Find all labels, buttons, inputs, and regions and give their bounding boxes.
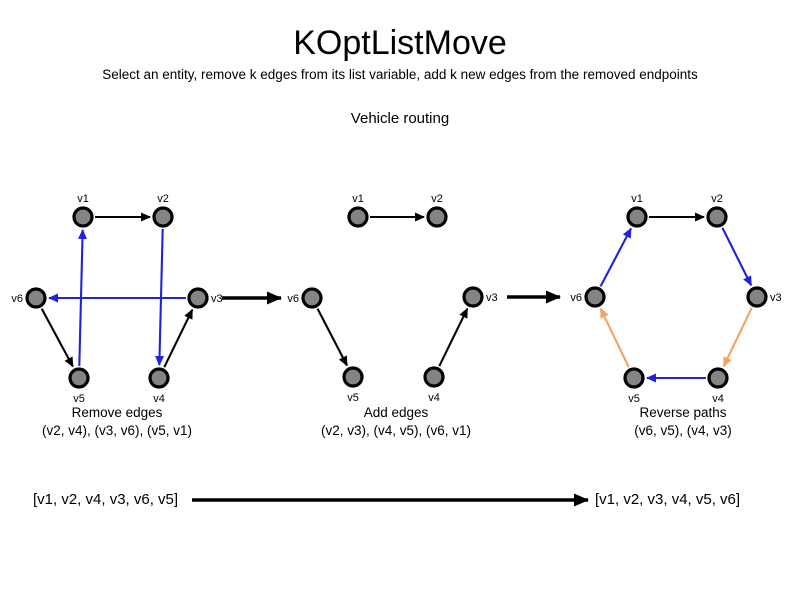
node-v6 (25, 287, 47, 309)
node-v1 (72, 206, 94, 228)
node-label-v1: v1 (352, 193, 364, 205)
caption-detail: (v2, v4), (v3, v6), (v5, v1) (41, 423, 193, 438)
node-label-v3: v3 (770, 292, 782, 304)
node-v3 (746, 286, 768, 308)
edge-v5-v1 (77, 228, 87, 367)
node-v4 (423, 366, 445, 388)
node-label-v5: v5 (628, 393, 640, 405)
node-v3 (462, 286, 484, 308)
edge-v6-v1 (599, 227, 632, 287)
node-label-v2: v2 (157, 193, 169, 205)
node-label-v5: v5 (347, 392, 359, 404)
caption-detail: (v6, v5), (v4, v3) (634, 423, 732, 438)
section-label: Vehicle routing (350, 110, 450, 127)
node-v3 (187, 287, 209, 309)
node-v2 (426, 206, 448, 228)
edge-v2-v3 (721, 227, 753, 287)
graph-reverse-paths: v1 v2 v6 v3 v5 v4 (570, 193, 781, 405)
page-title: KOptListMove (293, 24, 507, 62)
node-v5 (68, 367, 90, 389)
subtitle: Select an entity, remove k edges from it… (102, 67, 698, 82)
node-label-v6: v6 (11, 293, 23, 305)
caption-detail: (v2, v3), (v4, v5), (v6, v1) (320, 423, 472, 438)
node-label-v1: v1 (631, 193, 643, 205)
graph-caption-remove-edges: Remove edges (v2, v4), (v3, v6), (v5, v1… (42, 404, 192, 440)
node-label-v6: v6 (570, 292, 582, 304)
edge-v6-v5 (40, 308, 74, 368)
caption-title: Remove edges (71, 405, 163, 420)
node-label-v6: v6 (287, 293, 299, 305)
node-label-v2: v2 (431, 193, 443, 205)
node-v5 (342, 366, 364, 388)
node-v1 (626, 206, 648, 228)
edge-v5-v6 (599, 307, 630, 368)
node-v5 (623, 367, 645, 389)
node-label-v4: v4 (153, 393, 165, 405)
node-label-v4: v4 (712, 393, 724, 405)
graph-add-edges: v1 v2 v6 v3 v5 v4 (287, 193, 497, 404)
node-label-v3: v3 (211, 293, 223, 305)
node-v2 (152, 206, 174, 228)
edge-v4-v3 (163, 308, 194, 368)
graph-caption-add-edges: Add edges (v2, v3), (v4, v5), (v6, v1) (321, 404, 471, 440)
node-v4 (707, 367, 729, 389)
node-label-v2: v2 (711, 193, 723, 205)
node-v6 (584, 286, 606, 308)
caption-title: Reverse paths (639, 405, 727, 420)
node-v2 (706, 206, 728, 228)
edge-v4-v3 (438, 307, 469, 367)
caption-title: Add edges (363, 405, 429, 420)
route-list-before: [v1, v2, v4, v3, v6, v5] (33, 491, 179, 508)
node-v1 (347, 206, 369, 228)
graph-caption-reverse-paths: Reverse paths (v6, v5), (v4, v3) (634, 404, 732, 440)
edge-v3-v4 (722, 307, 753, 368)
graph-remove-edges: v1 v2 v6 v3 v5 v4 (11, 193, 222, 405)
route-list-after: [v1, v2, v3, v4, v5, v6] (595, 491, 741, 508)
node-label-v5: v5 (73, 393, 85, 405)
node-label-v4: v4 (428, 392, 440, 404)
edge-v6-v5 (316, 308, 348, 367)
node-label-v1: v1 (77, 193, 89, 205)
node-v6 (301, 287, 323, 309)
node-label-v3: v3 (486, 292, 498, 304)
node-v4 (148, 367, 170, 389)
